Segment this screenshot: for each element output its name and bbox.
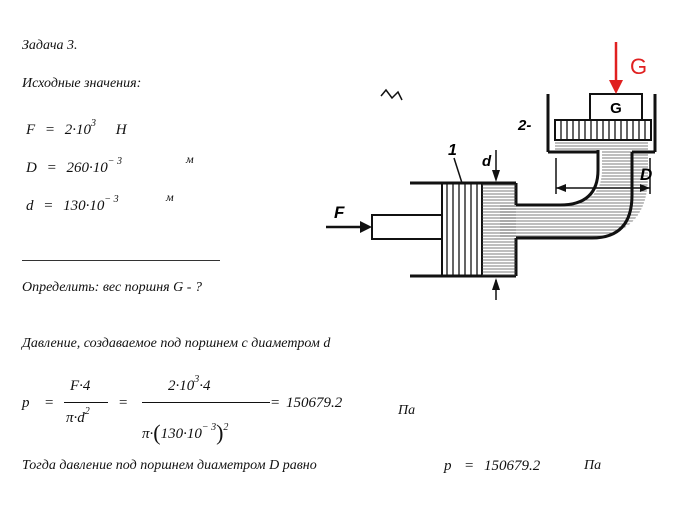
frac1-numerator: F·4 — [70, 378, 91, 394]
given-d: d = 130·10− 3 м — [26, 190, 174, 215]
label-d: d — [482, 153, 492, 170]
conclusion-var: p — [444, 458, 452, 474]
formula-eq3: = — [270, 395, 281, 411]
unit-d: м — [166, 190, 174, 204]
value-d: 130·10 — [63, 198, 105, 214]
given-heading: Исходные значения: — [22, 76, 142, 91]
force-G-label: G — [630, 54, 647, 79]
conclusion-unit: Па — [584, 458, 602, 473]
frac2-den-inner-exp: − 3 — [201, 422, 217, 433]
frac2-den-exp: 2 — [223, 422, 229, 433]
conclusion-eq: = — [464, 458, 475, 474]
formula-unit: Па — [398, 403, 416, 418]
conclusion-text: Тогда давление под поршнем диаметром D р… — [22, 458, 317, 473]
formula-eq2: = — [118, 395, 129, 411]
frac2-numerator: 2·103·4 — [168, 374, 211, 395]
exp-F: 3 — [91, 118, 97, 129]
label-2: 2- — [517, 117, 531, 134]
frac2-num-tail: ·4 — [199, 378, 211, 394]
formula-lhs: p — [22, 395, 30, 411]
exp-D: − 3 — [107, 156, 122, 167]
eq-sign: = — [46, 160, 57, 176]
formula-eq1: = — [44, 395, 55, 411]
frac1-den-base: π·d — [66, 410, 85, 426]
question: Определить: вес поршня G - ? — [22, 280, 202, 295]
frac1-den-exp: 2 — [84, 406, 90, 417]
label-D: D — [640, 165, 652, 184]
var-d: d — [26, 198, 34, 214]
label-F: F — [334, 203, 345, 222]
label-1: 1 — [448, 142, 457, 159]
value-D: 260·10 — [66, 160, 108, 176]
value-F: 2·10 — [64, 122, 92, 138]
weight-box — [589, 93, 643, 121]
frac2-denominator: π·(130·10− 3)2 — [142, 418, 229, 445]
frac1-denominator: π·d2 — [66, 406, 90, 427]
eq-sign: = — [43, 198, 54, 214]
eq-sign: = — [44, 122, 56, 138]
given-D: D = 260·10− 3 м — [26, 152, 194, 177]
large-piston — [554, 119, 652, 141]
pressure-heading: Давление, создаваемое под поршнем с диам… — [22, 336, 331, 351]
weight-label: G — [610, 100, 622, 117]
frac2-den-inner: 130·10 — [160, 426, 202, 442]
given-F: F = 2·103 Н — [26, 118, 127, 139]
paren-open: ( — [153, 420, 161, 445]
piston-rod — [371, 214, 443, 240]
conclusion-value: 150679.2 — [484, 458, 541, 474]
exp-d: − 3 — [104, 194, 119, 205]
frac2-num-coef: 2·10 — [168, 378, 195, 394]
small-piston — [441, 182, 483, 277]
frac1-bar — [64, 402, 108, 403]
var-D: D — [26, 160, 37, 176]
tube-outer-wall — [516, 152, 634, 240]
frac2-bar — [142, 402, 270, 403]
force-G-arrowhead — [609, 80, 623, 94]
divider — [22, 260, 220, 261]
unit-F: Н — [115, 122, 127, 138]
formula-result: 150679.2 — [286, 395, 343, 411]
liquid — [482, 142, 648, 238]
unit-D: м — [186, 152, 194, 166]
frac2-num-exp: 3 — [194, 374, 200, 385]
paren-close: ) — [216, 420, 224, 445]
task-title: Задача 3. — [22, 38, 78, 53]
tube-inner-wall — [516, 150, 600, 207]
scribble-mark — [380, 88, 403, 101]
var-F: F — [26, 122, 36, 138]
frac2-den-pi: π· — [142, 426, 154, 442]
